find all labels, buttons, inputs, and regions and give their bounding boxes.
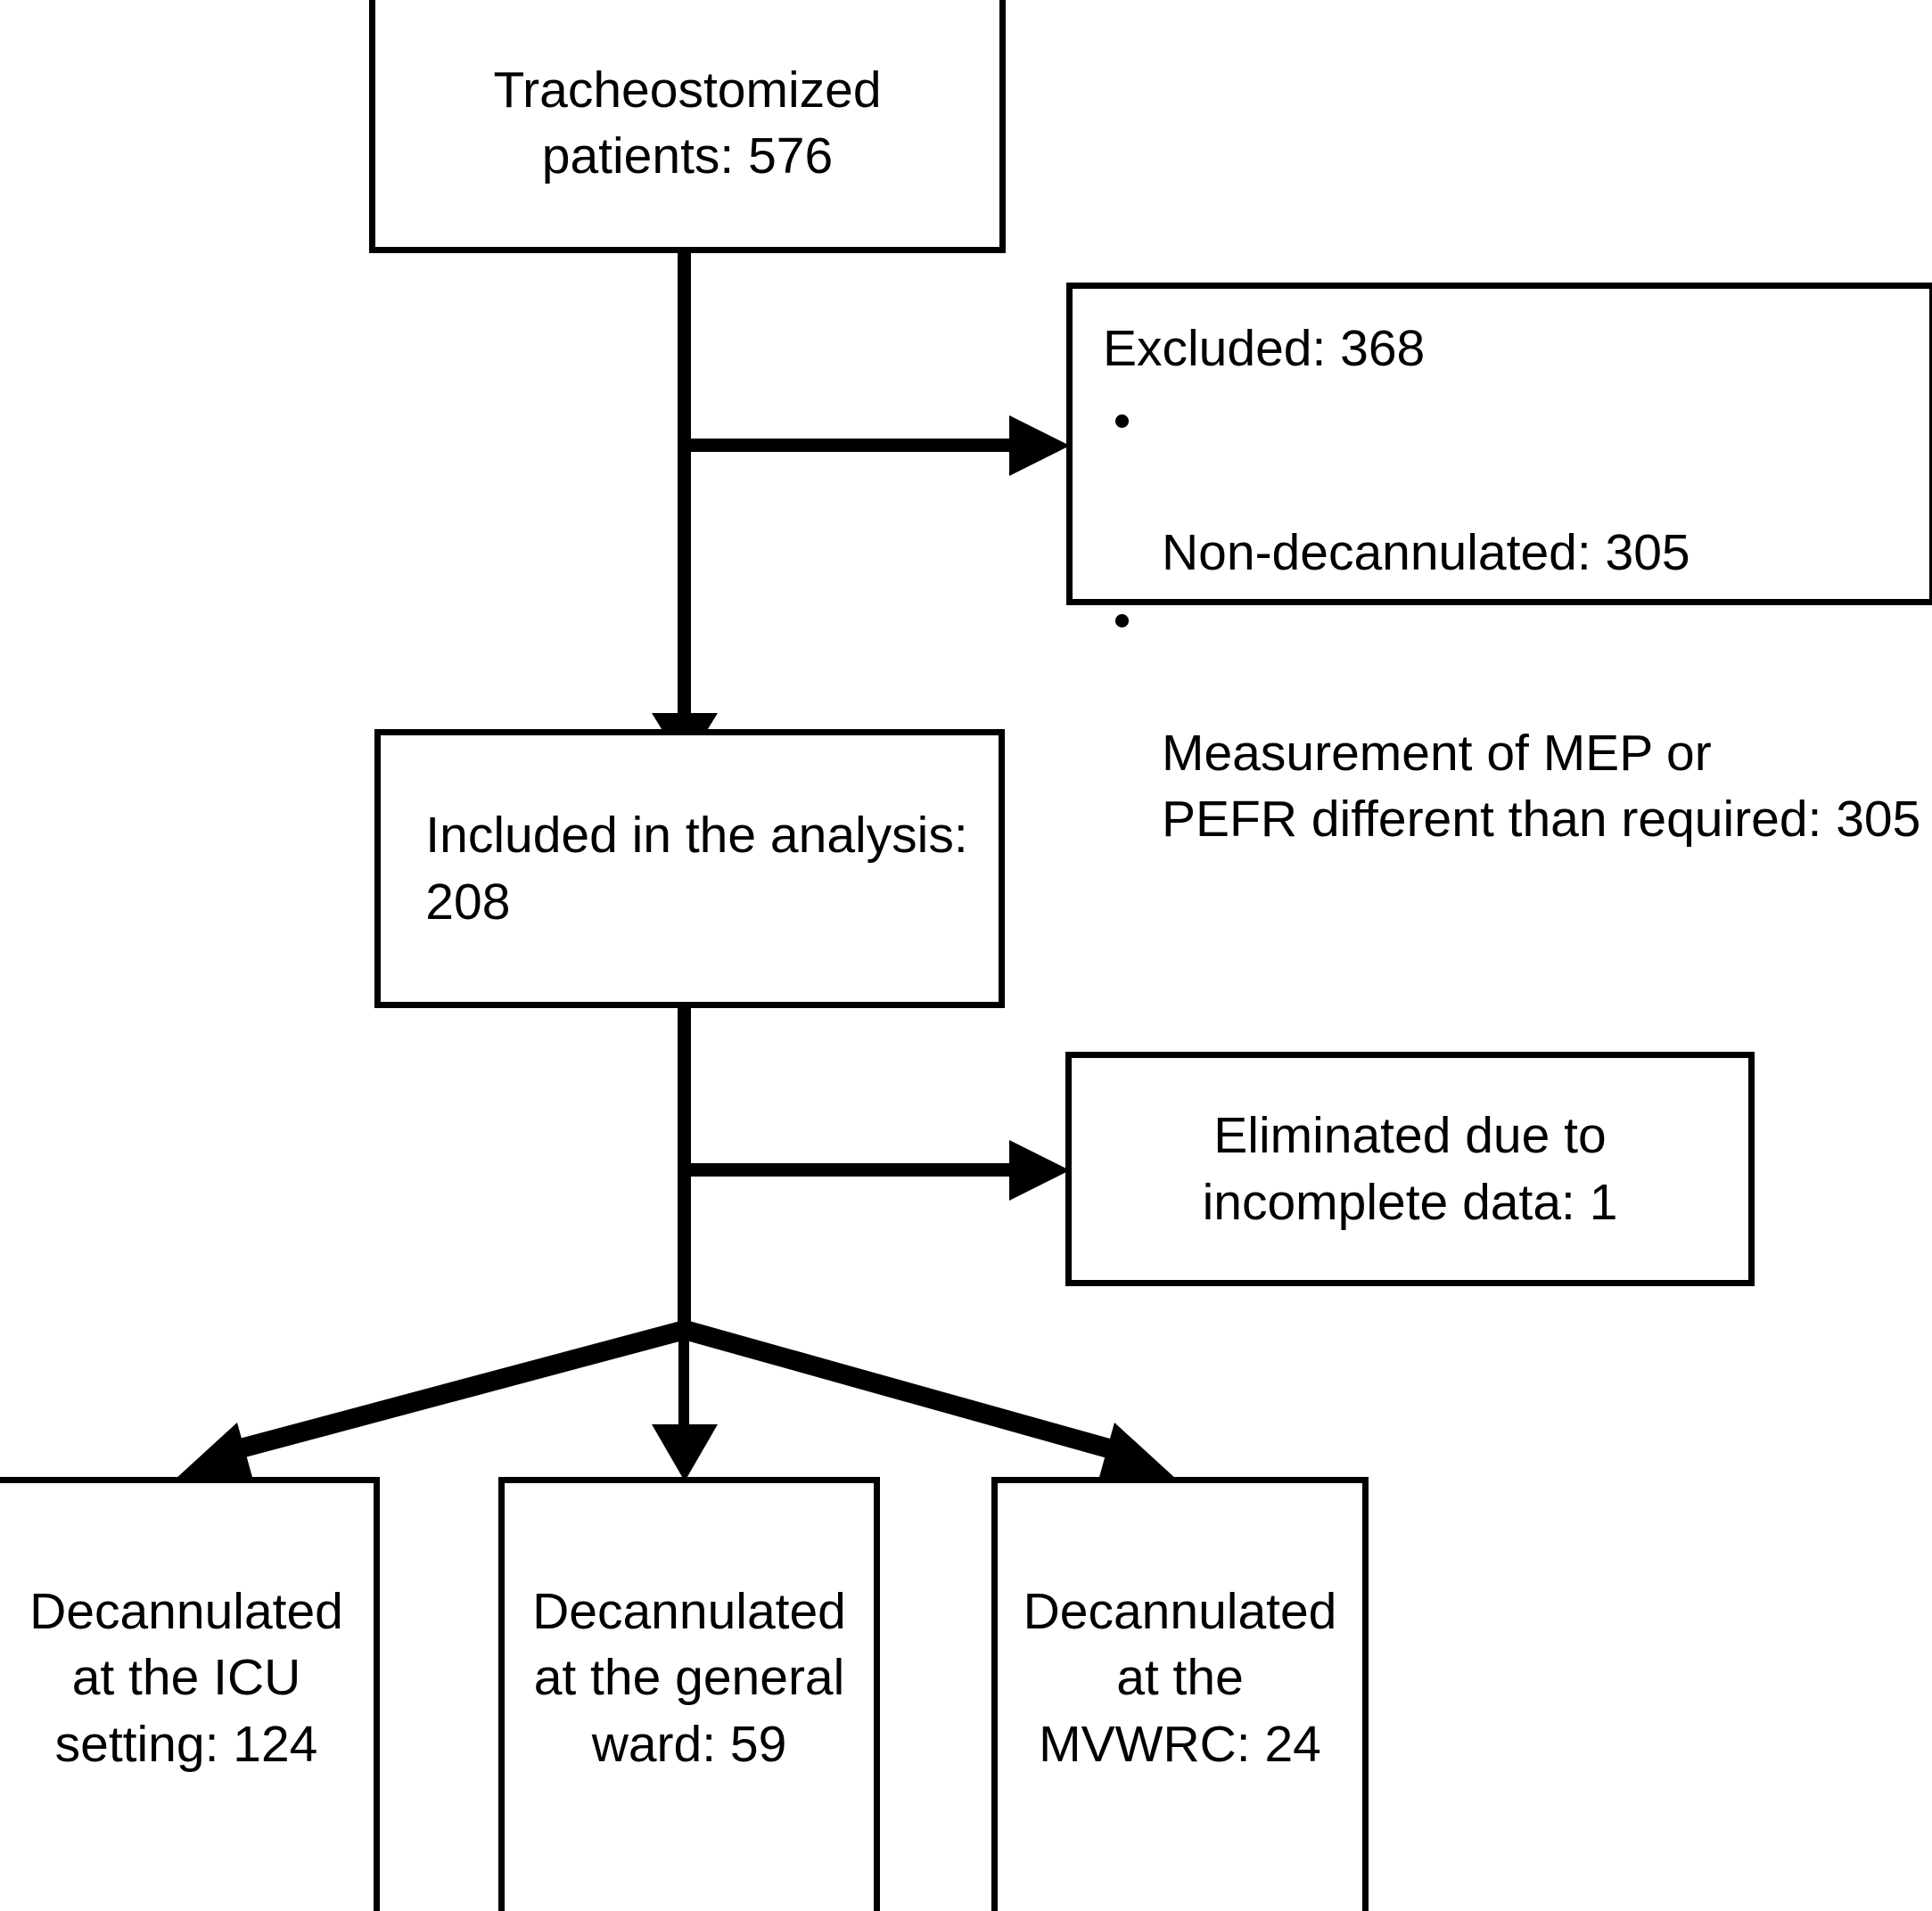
excluded-content: Excluded: 368 Non-decannulated: 305 Meas… bbox=[1073, 289, 1920, 854]
connector-included-to-mvwrc bbox=[682, 1320, 1137, 1465]
node-tracheostomized-patients[interactable]: Tracheostomized patients: 576 bbox=[369, 0, 1006, 253]
node-excluded[interactable]: Excluded: 368 Non-decannulated: 305 Meas… bbox=[1066, 283, 1932, 848]
node-included-in-analysis[interactable]: Included in the analysis: 208 bbox=[374, 729, 1005, 1008]
excluded-title: Excluded: 368 bbox=[1103, 320, 1426, 377]
arrowhead-right-to-eliminated bbox=[1009, 1140, 1070, 1201]
excluded-reason-text: Measurement of MEP or PEFR different tha… bbox=[1162, 724, 1921, 848]
connector-included-to-ward bbox=[678, 1328, 689, 1448]
bullet-icon bbox=[1115, 414, 1129, 428]
node-tracheostomized-label: Tracheostomized patients: 576 bbox=[493, 61, 882, 185]
node-eliminated-incomplete-data[interactable]: Eliminated due to incomplete data: 1 bbox=[1065, 1052, 1755, 1286]
connector-included-to-icu bbox=[211, 1320, 687, 1465]
arrowhead-right-to-excluded bbox=[1009, 415, 1070, 476]
node-mvwrc-label: Decannulated at the MVWRC: 24 bbox=[1023, 1583, 1337, 1773]
node-decannulated-general-ward[interactable]: Decannulated at the general ward: 59 bbox=[498, 1477, 880, 1911]
bullet-icon bbox=[1115, 614, 1129, 628]
connector-tracheostomized-to-excluded bbox=[678, 439, 1012, 452]
node-decannulated-mvwrc[interactable]: Decannulated at the MVWRC: 24 bbox=[991, 1477, 1369, 1911]
connector-included-to-eliminated bbox=[678, 1163, 1012, 1177]
excluded-reason-item: Non-decannulated: 305 bbox=[1103, 388, 1920, 586]
node-eliminated-label: Eliminated due to incomplete data: 1 bbox=[1202, 1107, 1618, 1231]
node-included-label: Included in the analysis: 208 bbox=[425, 807, 968, 931]
node-decannulated-icu[interactable]: Decannulated at the ICU setting: 124 bbox=[0, 1477, 380, 1911]
excluded-reason-list: Non-decannulated: 305 Measurement of MEP… bbox=[1103, 388, 1920, 852]
connector-tracheostomized-to-included bbox=[678, 253, 691, 741]
excluded-reason-text: Non-decannulated: 305 bbox=[1162, 524, 1690, 582]
node-ward-label: Decannulated at the general ward: 59 bbox=[532, 1583, 846, 1773]
excluded-reason-item: Measurement of MEP or PEFR different tha… bbox=[1103, 588, 1920, 852]
node-icu-label: Decannulated at the ICU setting: 124 bbox=[29, 1583, 343, 1773]
